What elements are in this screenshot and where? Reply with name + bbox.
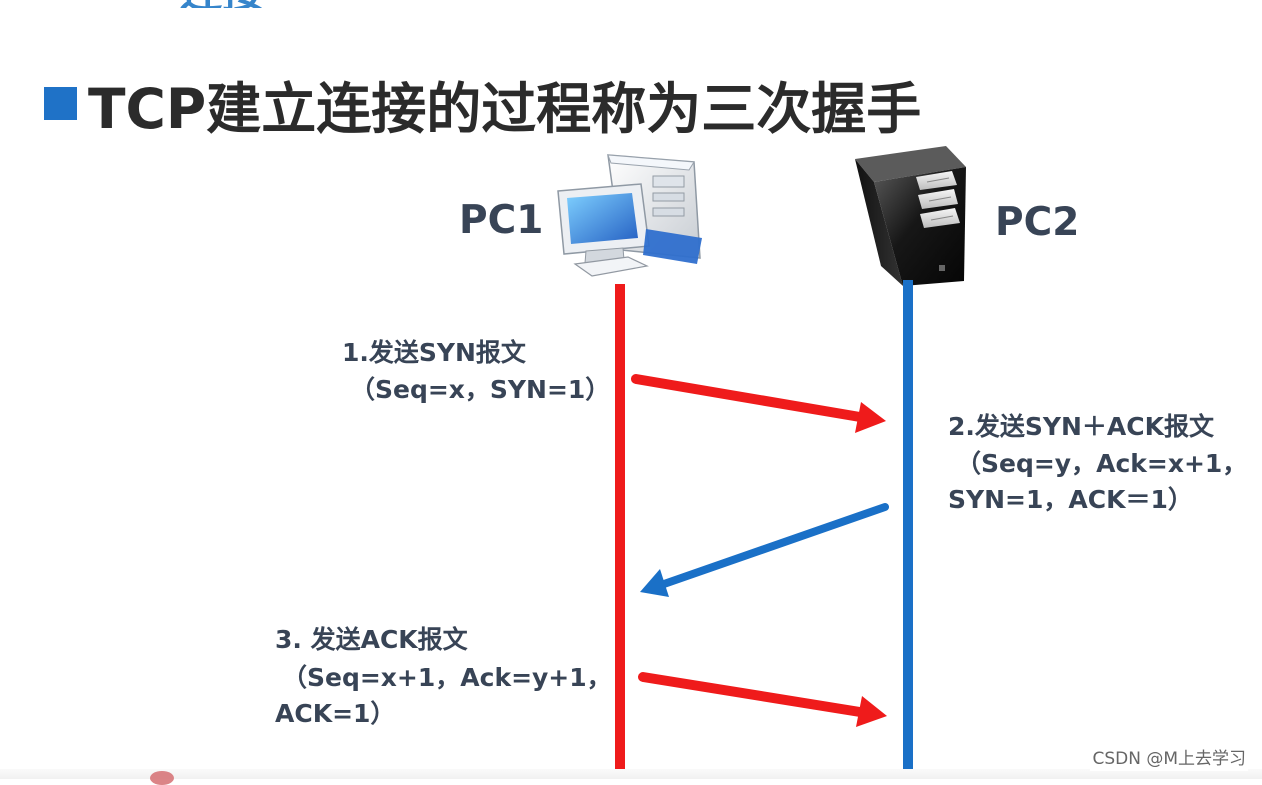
title-bullet-square bbox=[44, 87, 77, 120]
watermark-label: CSDN @M上去学习 bbox=[1090, 742, 1248, 771]
ack-arrow bbox=[638, 672, 887, 727]
cropped-top-heading: 连接 bbox=[180, 0, 320, 8]
syn-ack-arrow bbox=[640, 503, 889, 597]
step-3-detail-line-2: ACK=1） bbox=[275, 699, 395, 728]
syn-arrow bbox=[631, 374, 886, 433]
step-2-label: 2.发送SYN＋ACK报文 bbox=[948, 412, 1215, 441]
bottom-red-marker bbox=[150, 771, 174, 785]
step-1-detail: （Seq=x，SYN=1） bbox=[350, 375, 610, 404]
step-3-detail-line-1: （Seq=x+1，Ack=y+1， bbox=[282, 663, 612, 692]
step-3-label: 3. 发送ACK报文 bbox=[275, 625, 469, 654]
bottom-fade-band bbox=[0, 769, 1262, 779]
step-2-detail-line-1: （Seq=y，Ack=x+1， bbox=[956, 449, 1247, 478]
pc2-label: PC2 bbox=[995, 200, 1079, 245]
pc1-label: PC1 bbox=[459, 198, 543, 243]
server-tower-icon bbox=[855, 146, 966, 286]
desktop-pc-icon bbox=[557, 154, 702, 277]
step-2-detail-line-2: SYN=1，ACK＝1） bbox=[948, 485, 1193, 514]
step-1-label: 1.发送SYN报文 bbox=[342, 338, 527, 367]
cropped-top-heading-text: 连接 bbox=[180, 0, 320, 8]
slide-title: TCP建立连接的过程称为三次握手 bbox=[88, 77, 921, 141]
